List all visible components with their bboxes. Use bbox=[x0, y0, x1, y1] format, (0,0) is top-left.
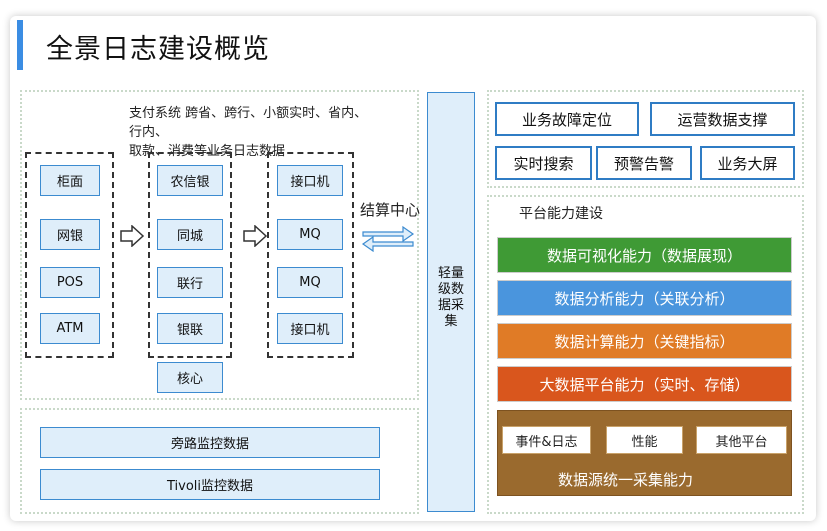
source-box: 事件&日志 bbox=[502, 426, 591, 454]
page-title: 全景日志建设概览 bbox=[46, 34, 270, 65]
app-box: 业务大屏 bbox=[700, 146, 795, 180]
capability-bar: 数据计算能力（关键指标） bbox=[497, 323, 792, 359]
bank-box: 联行 bbox=[157, 267, 223, 298]
channel-box: 柜面 bbox=[40, 165, 100, 196]
interface-box: MQ bbox=[277, 267, 343, 298]
channel-box: POS bbox=[40, 267, 100, 298]
platform-region bbox=[487, 195, 804, 514]
channel-group bbox=[25, 152, 114, 358]
payment-text-line2: 行内、 bbox=[129, 125, 169, 140]
platform-title: 平台能力建设 bbox=[519, 206, 603, 222]
core-box: 核心 bbox=[157, 362, 223, 393]
interface-box: MQ bbox=[277, 219, 343, 250]
settlement-label: 结算中心 bbox=[360, 201, 421, 219]
capability-label: 数据可视化能力（数据展现） bbox=[546, 246, 742, 265]
source-box: 性能 bbox=[606, 426, 683, 454]
payment-text-line3: 取款、消费等业务日志数据 bbox=[129, 144, 286, 159]
interface-box: 接口机 bbox=[277, 313, 343, 344]
monitor-box: 旁路监控数据 bbox=[40, 427, 380, 458]
capability-label: 数据计算能力（关键指标） bbox=[554, 332, 735, 351]
app-box: 运营数据支撑 bbox=[650, 102, 795, 136]
source-title: 数据源统一采集能力 bbox=[558, 471, 694, 489]
channel-box: ATM bbox=[40, 313, 100, 344]
interface-group bbox=[267, 152, 354, 358]
title-accent-bar bbox=[17, 20, 23, 70]
channel-box: 网银 bbox=[40, 219, 100, 250]
capability-bar: 数据可视化能力（数据展现） bbox=[497, 237, 792, 273]
capability-label: 数据分析能力（关联分析） bbox=[554, 289, 735, 308]
lightweight-collection-label: 轻量 级数 据采 集 bbox=[437, 266, 464, 329]
right-arrow-icon bbox=[243, 225, 268, 247]
interface-box: 接口机 bbox=[277, 165, 343, 196]
monitor-region bbox=[20, 408, 419, 514]
bidirectional-arrow-icon bbox=[361, 225, 415, 252]
app-box: 实时搜索 bbox=[495, 146, 592, 180]
application-region bbox=[487, 90, 804, 188]
bank-box: 同城 bbox=[157, 219, 223, 250]
app-box: 业务故障定位 bbox=[495, 102, 639, 136]
lightweight-collection-box: 轻量 级数 据采 集 bbox=[427, 92, 475, 512]
bank-box: 农信银 bbox=[157, 165, 223, 196]
bank-group bbox=[148, 152, 232, 358]
bank-box: 银联 bbox=[157, 313, 223, 344]
app-box: 预警告警 bbox=[596, 146, 692, 180]
source-box: 其他平台 bbox=[696, 426, 787, 454]
payment-text-line1: 支付系统 跨省、跨行、小额实时、省内、 bbox=[129, 106, 368, 121]
capability-bar: 大数据平台能力（实时、存储） bbox=[497, 366, 792, 402]
monitor-box: Tivoli监控数据 bbox=[40, 469, 380, 500]
capability-label: 大数据平台能力（实时、存储） bbox=[539, 375, 750, 394]
payment-region bbox=[20, 90, 419, 400]
capability-bar: 数据分析能力（关联分析） bbox=[497, 280, 792, 316]
right-arrow-icon bbox=[120, 225, 145, 247]
